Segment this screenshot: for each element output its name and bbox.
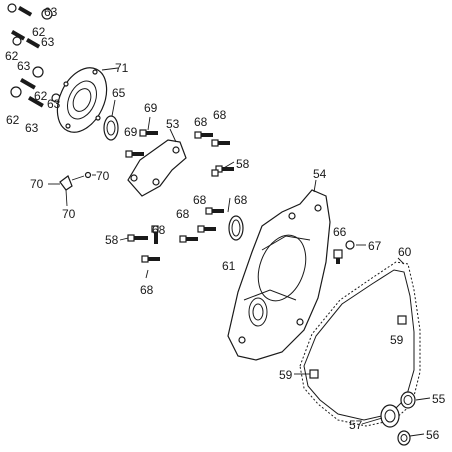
callout-68: 68 — [193, 193, 207, 207]
callout-70: 70 — [30, 177, 44, 191]
callout-68: 68 — [152, 223, 166, 237]
bolt-part-68-upper — [194, 131, 234, 173]
bolt-part-63 — [28, 96, 44, 108]
callout-68: 68 — [140, 283, 154, 297]
callout-68: 68 — [176, 207, 190, 221]
bolt-part-69 — [125, 129, 158, 158]
callout-59: 59 — [279, 368, 293, 382]
plug-part-66 — [333, 249, 343, 264]
nut-part-62 — [32, 66, 44, 78]
callout-68: 68 — [234, 193, 248, 207]
bolt-part-68-lower — [141, 255, 160, 263]
callout-63: 63 — [47, 97, 61, 111]
callout-57: 57 — [349, 418, 363, 432]
gasket-part-60 — [299, 261, 421, 427]
bracket-part-53 — [127, 139, 187, 197]
bolt-part-63 — [11, 30, 26, 41]
callout-69: 69 — [144, 101, 158, 115]
flange-housing-part-71 — [56, 67, 108, 133]
callout-62: 62 — [34, 89, 48, 103]
o-ring-part-61 — [228, 215, 244, 241]
callout-63: 63 — [17, 59, 31, 73]
callout-68: 68 — [213, 108, 227, 122]
washer-part-62 — [7, 3, 17, 13]
callout-56: 56 — [426, 428, 440, 442]
callout-62: 62 — [5, 49, 19, 63]
callout-63: 63 — [44, 5, 58, 19]
pin-part-70 — [59, 171, 92, 191]
callout-labels: 62 63 62 63 62 63 62 63 63 71 65 69 69 5… — [5, 5, 446, 442]
callout-62: 62 — [32, 25, 46, 39]
seal-part-56 — [397, 430, 411, 446]
callout-65: 65 — [112, 86, 126, 100]
cover-housing-part-54 — [227, 189, 331, 361]
bolt-part-63 — [18, 6, 33, 17]
washer-part-62 — [12, 36, 22, 46]
callout-60: 60 — [398, 245, 412, 259]
callout-55: 55 — [432, 392, 446, 406]
callout-61: 61 — [222, 259, 236, 273]
leader-lines — [48, 67, 431, 437]
callout-68: 68 — [194, 115, 208, 129]
callout-69: 69 — [124, 125, 138, 139]
bolt-part-68-middle — [151, 207, 224, 244]
seal-part-55 — [400, 391, 416, 409]
callout-71: 71 — [115, 61, 129, 75]
callout-53: 53 — [166, 117, 180, 131]
callout-62: 62 — [6, 113, 20, 127]
callout-63: 63 — [41, 35, 55, 49]
bearing-part-57 — [380, 404, 400, 428]
washer-part-67 — [345, 240, 355, 250]
callout-59: 59 — [390, 333, 404, 347]
bolt-cluster-lower — [10, 66, 61, 108]
bolt-part-63 — [19, 78, 36, 90]
bolt-cluster-upper — [7, 3, 53, 49]
callout-58: 58 — [236, 157, 250, 171]
callout-67: 67 — [368, 239, 382, 253]
callout-54: 54 — [313, 167, 327, 181]
callout-66: 66 — [333, 225, 347, 239]
callout-58: 58 — [105, 233, 119, 247]
callout-70: 70 — [62, 207, 76, 221]
callout-70: 70 — [96, 169, 110, 183]
callout-63: 63 — [25, 121, 39, 135]
nut-part-62 — [41, 8, 53, 20]
seal-ring-part-65 — [103, 115, 119, 141]
washer-part-62 — [10, 86, 22, 98]
bolt-part-63 — [25, 37, 41, 49]
